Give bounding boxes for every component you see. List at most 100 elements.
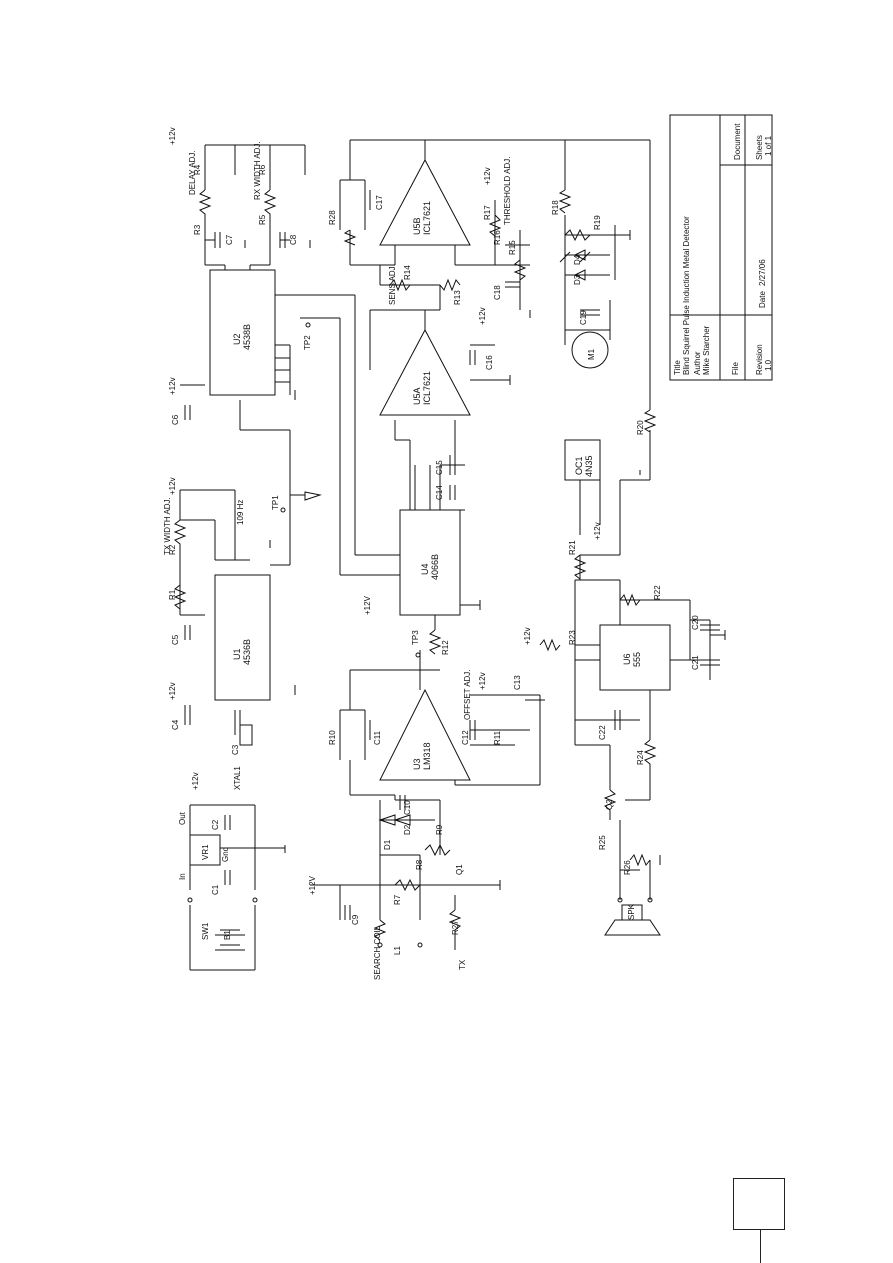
svg-text:C21: C21: [691, 655, 700, 670]
oc1-part: 4N35: [584, 455, 594, 477]
title-label: Title: [673, 360, 682, 375]
vr1-in-label: In: [178, 873, 187, 880]
sheets-label: Sheets: [755, 135, 764, 160]
svg-text:R13: R13: [453, 290, 462, 305]
svg-text:R12: R12: [441, 640, 450, 655]
svg-text:TP3: TP3: [411, 630, 420, 645]
svg-text:C13: C13: [513, 675, 522, 690]
vr1-out-label: Out: [178, 811, 187, 825]
svg-text:R25: R25: [598, 835, 607, 850]
svg-text:C17: C17: [375, 195, 384, 210]
sheets-value: 1 of 1: [764, 135, 773, 156]
oc1-ref: OC1: [574, 456, 584, 475]
svg-text:+12V: +12V: [308, 875, 317, 895]
ic-oc1: OC1 4N35: [564, 439, 601, 481]
svg-text:C16: C16: [485, 355, 494, 370]
svg-text:C19: C19: [579, 310, 588, 325]
u3-ref: U3: [412, 758, 422, 770]
svg-text:L1: L1: [393, 946, 402, 955]
crystal-xtal1: [239, 724, 253, 746]
svg-text:+12v: +12v: [483, 167, 492, 185]
u3-part: LM318: [422, 742, 432, 770]
ic-u1: U1 4536B: [214, 574, 271, 701]
svg-text:C6: C6: [171, 414, 180, 425]
page-number-box: [733, 1178, 785, 1230]
svg-text:TX: TX: [458, 959, 467, 970]
svg-text:D4: D4: [573, 254, 582, 265]
u2-part: 4538B: [242, 324, 252, 350]
svg-text:+12v: +12v: [593, 522, 602, 540]
svg-text:C8: C8: [289, 234, 298, 245]
svg-text:R6: R6: [258, 164, 267, 175]
svg-text:+12v: +12v: [478, 307, 487, 325]
svg-text:+12v: +12v: [168, 477, 177, 495]
svg-text:RX WIDTH ADJ.: RX WIDTH ADJ.: [253, 141, 262, 200]
file-label: File: [731, 362, 740, 375]
svg-text:+12v: +12v: [478, 672, 487, 690]
u5b-part: ICL7621: [422, 201, 432, 235]
svg-text:TX WIDTH ADJ.: TX WIDTH ADJ.: [163, 497, 172, 555]
svg-text:DELAY ADJ.: DELAY ADJ.: [188, 150, 197, 195]
date-label: Date: [758, 291, 767, 308]
svg-text:M1: M1: [587, 348, 596, 360]
u5b-ref: U5B: [412, 217, 422, 235]
ground-icons: [244, 230, 726, 890]
svg-text:D2: D2: [403, 824, 412, 835]
svg-text:C4: C4: [171, 719, 180, 730]
svg-text:+12v: +12v: [168, 127, 177, 145]
opamp-u3: U3 LM318: [379, 688, 471, 781]
svg-text:R17: R17: [483, 205, 492, 220]
svg-text:R26: R26: [623, 860, 632, 875]
svg-text:R22: R22: [653, 585, 662, 600]
svg-text:C11: C11: [373, 730, 382, 745]
ic-u4: U4 4066B: [399, 509, 461, 616]
svg-text:C9: C9: [351, 914, 360, 925]
opamp-u5b: U5B ICL7621: [379, 158, 471, 246]
svg-text:R14: R14: [403, 265, 412, 280]
revision-label: Revision: [755, 344, 764, 375]
svg-text:C20: C20: [691, 615, 700, 630]
author-label: Author: [693, 351, 702, 375]
vr1-gnd-label: Gnd: [221, 847, 230, 862]
misc-symbols: [187, 230, 726, 951]
svg-text:OFFSET ADJ.: OFFSET ADJ.: [463, 669, 472, 720]
svg-text:D1: D1: [383, 839, 392, 850]
u5a-part: ICL7621: [422, 371, 432, 405]
document-label: Document: [733, 123, 742, 160]
svg-text:R19: R19: [593, 215, 602, 230]
svg-text:R7: R7: [393, 894, 402, 905]
diode-d4: [573, 249, 586, 261]
svg-text:R4: R4: [193, 164, 202, 175]
title-text: Blind Squirrel Pulse Induction Metal Det…: [682, 216, 691, 375]
svg-text:TP1: TP1: [271, 495, 280, 510]
u6-ref: U6: [622, 653, 632, 665]
svg-text:R9: R9: [435, 824, 444, 835]
svg-text:R8: R8: [415, 859, 424, 870]
vr1-ref: VR1: [201, 844, 210, 860]
svg-text:C2: C2: [211, 819, 220, 830]
svg-text:R11: R11: [493, 730, 502, 745]
diode-d2: [393, 814, 411, 826]
svg-text:+12V: +12V: [363, 595, 372, 615]
svg-text:C7: C7: [225, 234, 234, 245]
svg-text:THRESHOLD ADJ.: THRESHOLD ADJ.: [503, 157, 512, 225]
svg-text:SW1: SW1: [201, 922, 210, 940]
ic-u6: U6 555: [599, 624, 671, 691]
author-text: Mike Starcher: [702, 325, 711, 375]
svg-text:Q2: Q2: [605, 799, 614, 810]
svg-text:R20: R20: [636, 420, 645, 435]
svg-text:+12v: +12v: [523, 627, 532, 645]
svg-text:SENS ADJ.: SENS ADJ.: [388, 264, 397, 305]
svg-text:R15: R15: [508, 240, 517, 255]
svg-text:C22: C22: [598, 725, 607, 740]
svg-text:C15: C15: [435, 460, 444, 475]
svg-text:R21: R21: [568, 540, 577, 555]
u6-part: 555: [632, 652, 642, 667]
title-block: Title Blind Squirrel Pulse Induction Met…: [669, 114, 773, 381]
capacitor-symbols: [184, 190, 720, 920]
u1-ref: U1: [232, 648, 242, 660]
ic-vr1: VR1 Out In Gnd: [178, 811, 230, 880]
component-labels: +12v +12v +12v +12v +12v +12V +12V +12v …: [163, 127, 700, 980]
